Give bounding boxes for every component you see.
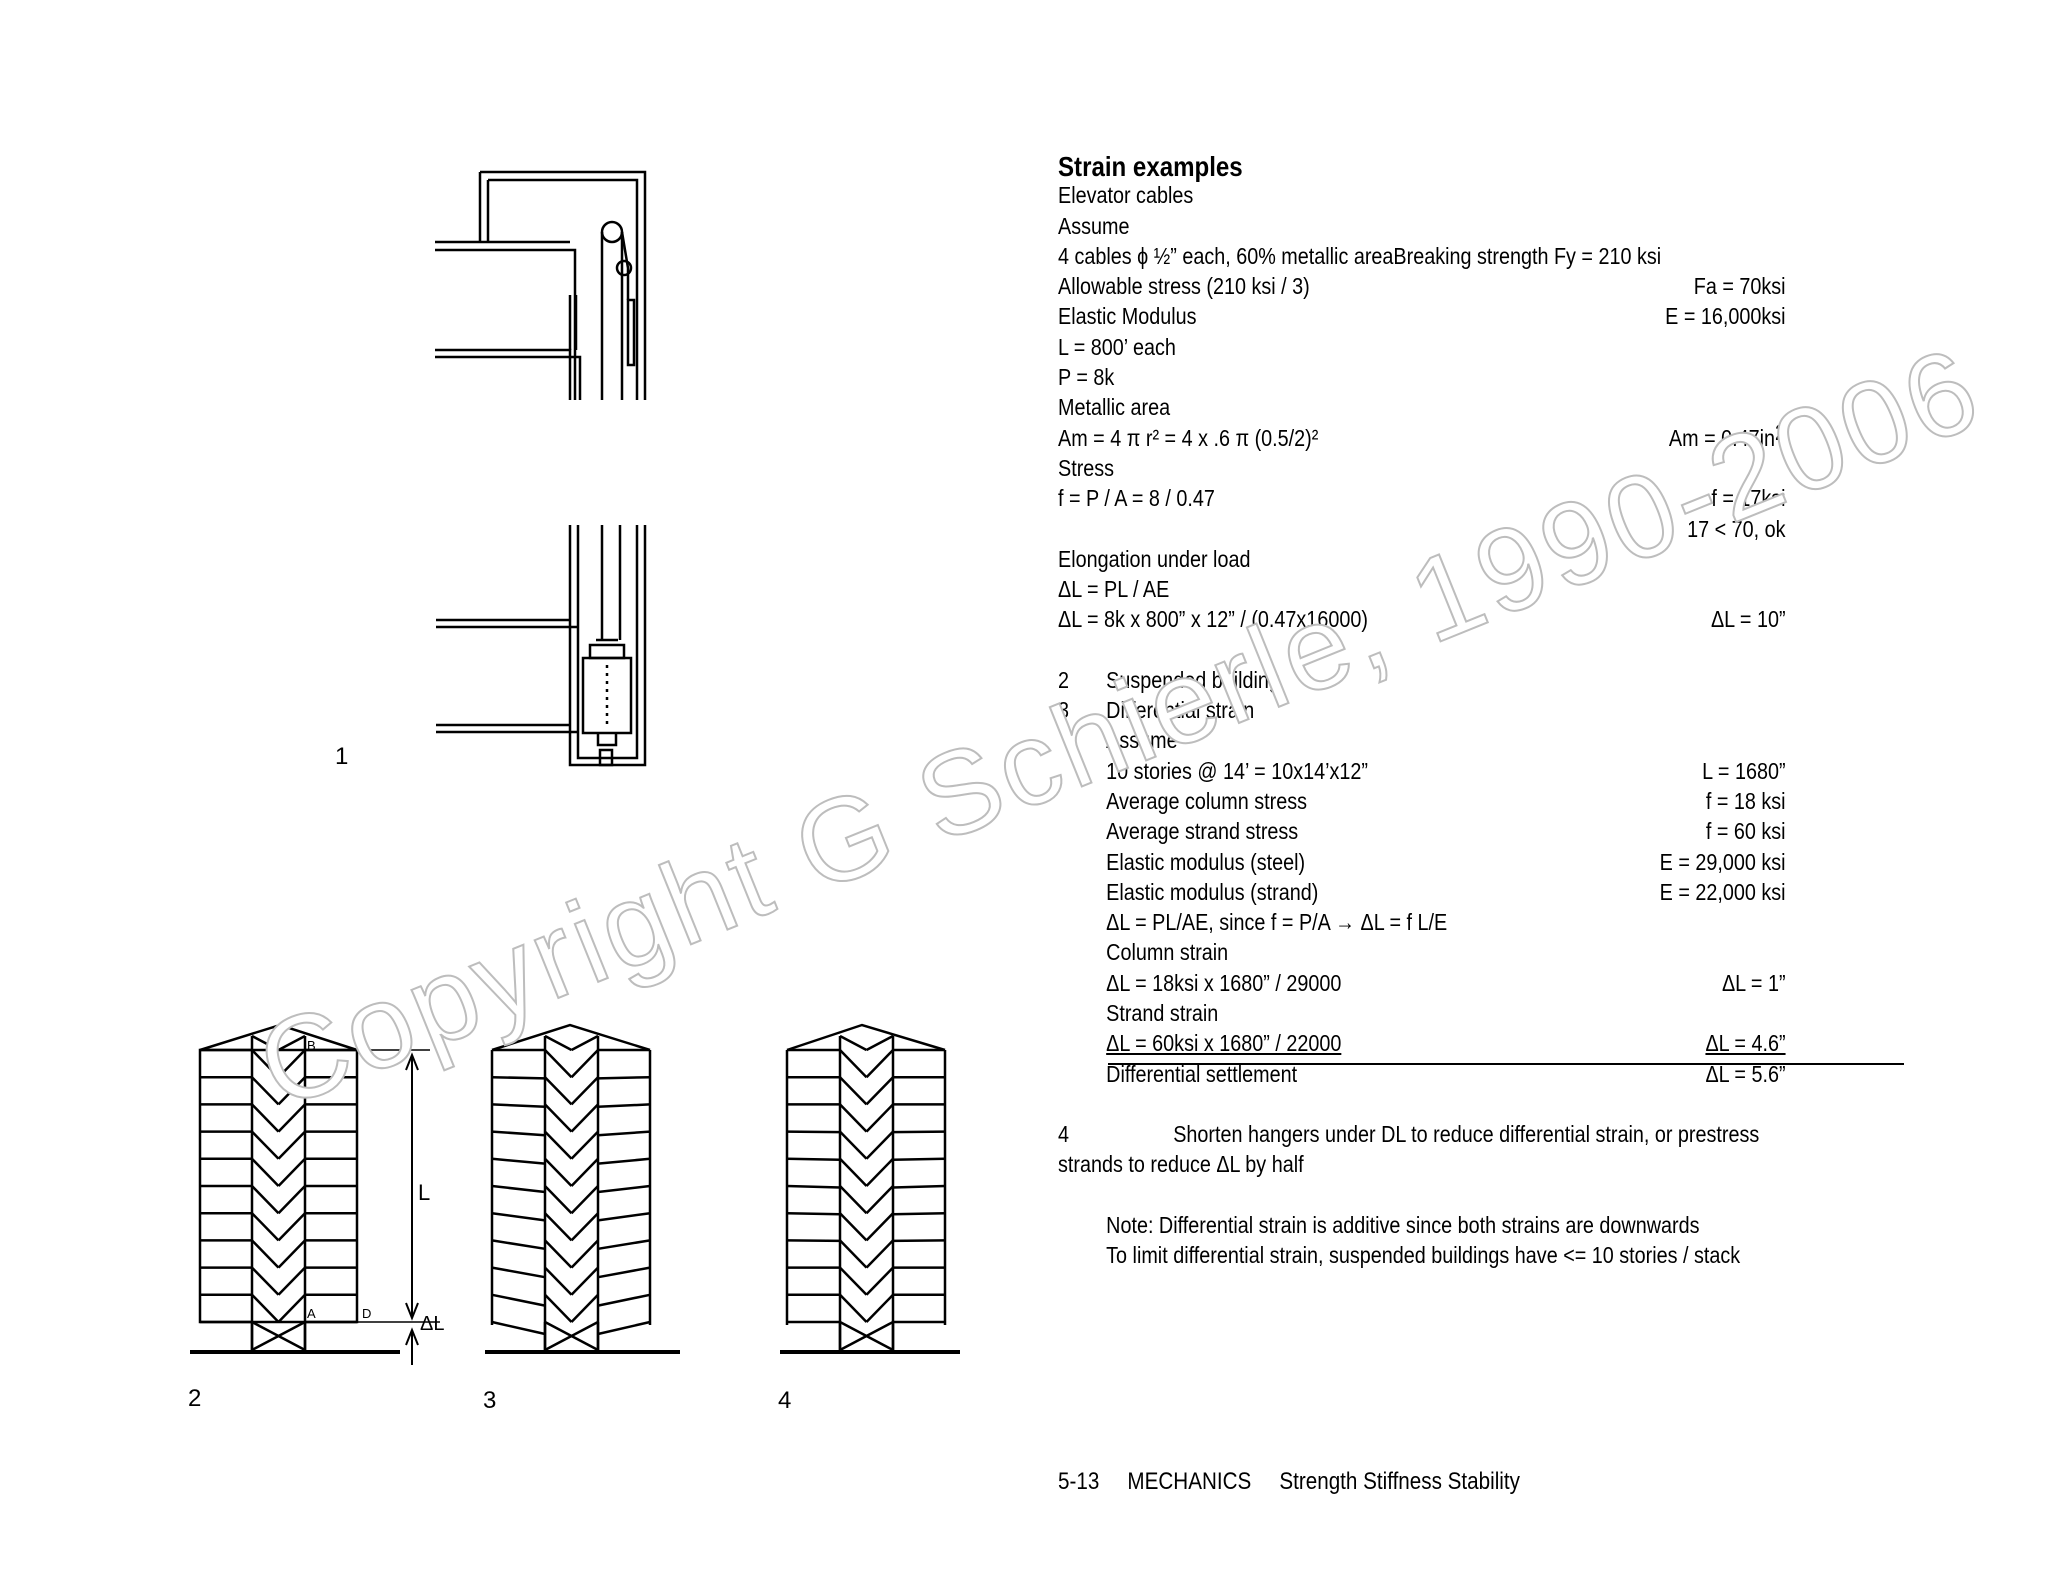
label-d: D [362, 1306, 371, 1321]
line: 17 < 70, ok [1687, 515, 1786, 542]
deformed-building-3 [485, 1023, 680, 1354]
note-line-1: Note: Differential strain is additive si… [1106, 1211, 1700, 1238]
line: Elongation under load [1058, 545, 1251, 572]
elevator-top-diagram [435, 170, 647, 400]
figure-number-2: 2 [188, 1385, 202, 1412]
line: ΔL = PL / AE [1058, 576, 1170, 603]
line: Assume [1058, 212, 1130, 239]
elevator-car-diagram [436, 525, 647, 767]
label-length: L [418, 1180, 430, 1205]
section-subtitle: Strength Stiffness Stability [1279, 1468, 1520, 1495]
figure-number-1: 1 [335, 743, 349, 770]
line: Column strain [1106, 939, 1229, 966]
label-delta-l: ΔL [420, 1313, 444, 1335]
line: Strand strain [1106, 1000, 1219, 1027]
drawings-svg: B C A D L ΔL [190, 170, 960, 1365]
suspended-building-2 [190, 1023, 440, 1365]
label-b: B [307, 1038, 316, 1053]
page-footer: 5-13 MECHANICS Strength Stiffness Stabil… [1058, 1468, 1542, 1496]
line: 4 cables ϕ ½” each, 60% metallic areaBre… [1058, 242, 1662, 269]
sum-rule [1108, 1063, 1904, 1065]
figure-number-4: 4 [778, 1387, 792, 1414]
note-line-2: To limit differential strain, suspended … [1106, 1241, 1741, 1268]
line: Stress [1058, 454, 1115, 481]
line: Elastic modulus (steel)E = 29,000 ksi [1106, 848, 1786, 875]
line: ΔL = 8k x 800” x 12” / (0.47x16000)ΔL = … [1058, 606, 1786, 633]
label-a: A [307, 1306, 316, 1321]
section-name: MECHANICS [1127, 1468, 1252, 1495]
line: Allowable stress (210 ksi / 3)Fa = 70ksi [1058, 273, 1786, 300]
figure-panel: B C A D L ΔL 1 2 3 4 [0, 0, 1000, 1582]
line: Elastic modulus (strand)E = 22,000 ksi [1106, 878, 1786, 905]
text-column: Strain examples Elevator cables Assume 4… [1058, 150, 1786, 1270]
line: Elevator cables [1058, 182, 1194, 209]
line: L = 800’ each [1058, 333, 1176, 360]
corrected-building-4 [780, 1023, 960, 1354]
line: Metallic area [1058, 394, 1171, 421]
line: P = 8k [1058, 364, 1115, 391]
line: 10 stories @ 14’ = 10x14’x12”L = 1680” [1106, 757, 1786, 784]
page-number: 5-13 [1058, 1468, 1100, 1495]
figure-number-3: 3 [483, 1387, 497, 1414]
line: Assume [1106, 727, 1178, 754]
page-title: Strain examples [1058, 151, 1243, 182]
label-c: C [357, 1038, 366, 1053]
line: ΔL = PL/AE, since f = P/A → ΔL = f L/E [1106, 909, 1448, 936]
